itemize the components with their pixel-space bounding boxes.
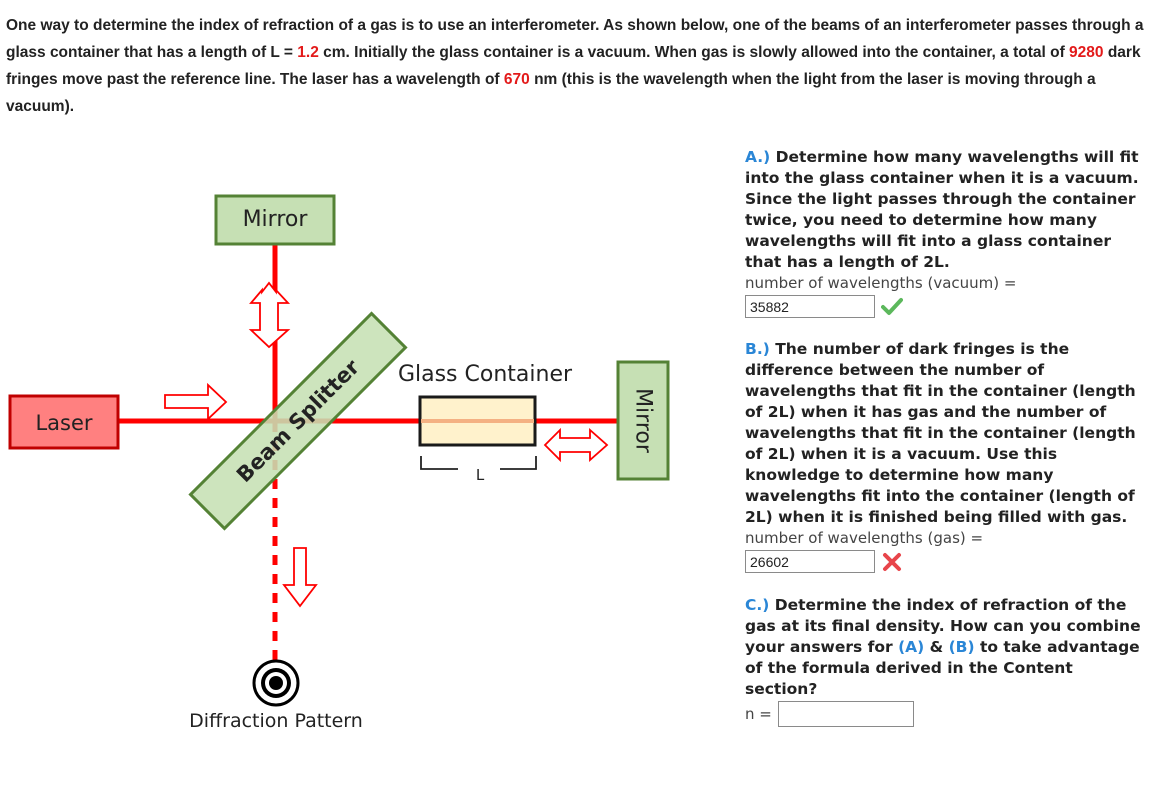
- answer-b-row: 26602: [745, 550, 1145, 573]
- diffraction-target-icon: [252, 659, 300, 707]
- answer-b-label: number of wavelengths (gas) =: [745, 529, 984, 547]
- right-arrow-icon: [164, 382, 228, 422]
- length-label: L: [475, 466, 485, 484]
- length-value: 1.2: [297, 44, 319, 61]
- fringe-count: 9280: [1069, 44, 1104, 61]
- right-mirror-box: [616, 360, 670, 481]
- questions-panel: A.) Determine how many wavelengths will …: [745, 147, 1145, 727]
- wavelength-value: 670: [503, 71, 530, 88]
- answer-c-input[interactable]: [777, 701, 914, 727]
- question-b-body: The number of dark fringes is the differ…: [745, 340, 1136, 526]
- intro-text-3: dark fringes move past the reference lin…: [6, 44, 1141, 88]
- down-arrow-icon: [282, 547, 318, 608]
- top-mirror-label: Mirror: [242, 207, 308, 232]
- answer-c-row: n =: [745, 701, 1145, 727]
- question-c-letter: C.): [745, 596, 770, 614]
- check-icon: [881, 297, 903, 315]
- laser-label: Laser: [35, 411, 93, 435]
- question-c: C.) Determine the index of refraction of…: [745, 595, 1145, 727]
- question-a-body: Determine how many wavelengths will fit …: [745, 148, 1139, 271]
- cross-icon: [883, 552, 901, 571]
- question-b: B.) The number of dark fringes is the di…: [745, 339, 1145, 573]
- ref-b: (B): [948, 638, 975, 656]
- glass-container-label: Glass Container: [397, 362, 573, 387]
- question-b-letter: B.): [745, 340, 770, 358]
- beam-splitter: [188, 311, 408, 531]
- intro-text-1: One way to determine the index of refrac…: [6, 17, 1144, 61]
- ref-amp: &: [924, 638, 949, 656]
- length-bracket-right: [500, 456, 537, 470]
- diffraction-pattern-label: Diffraction Pattern: [189, 710, 363, 732]
- answer-b-input[interactable]: 26602: [745, 550, 875, 573]
- vertical-double-arrow-icon: [248, 281, 291, 349]
- question-a: A.) Determine how many wavelengths will …: [745, 147, 1145, 318]
- problem-intro: One way to determine the index of refrac…: [6, 12, 1146, 120]
- answer-a-input[interactable]: 35882: [745, 295, 875, 318]
- diagram-svg: [8, 194, 670, 707]
- intro-text-4: nm (this is the wavelength when the ligh…: [6, 71, 1096, 115]
- answer-a-label: number of wavelengths (vacuum) =: [745, 274, 1017, 292]
- question-a-letter: A.): [745, 148, 771, 166]
- question-b-text: B.) The number of dark fringes is the di…: [745, 339, 1145, 528]
- laser-box: [8, 394, 120, 450]
- right-mirror-label: Mirror: [630, 388, 656, 453]
- question-a-text: A.) Determine how many wavelengths will …: [745, 147, 1145, 273]
- length-bracket-left: [420, 456, 458, 470]
- answer-c-label: n =: [745, 705, 772, 723]
- interferometer-diagram: Mirror Laser Beam Splitter Glass Contain…: [0, 140, 735, 793]
- horizontal-double-arrow-icon: [543, 427, 609, 463]
- intro-text-2: cm. Initially the glass container is a v…: [318, 44, 1070, 61]
- top-mirror-box: [214, 194, 336, 246]
- ref-a: (A): [898, 638, 925, 656]
- answer-a-row: 35882: [745, 295, 1145, 318]
- question-c-text: C.) Determine the index of refraction of…: [745, 595, 1145, 700]
- question-c-body-1: Determine the index of refraction of the…: [745, 596, 1141, 656]
- question-c-body-2: to take advantage of the formula derived…: [745, 638, 1140, 698]
